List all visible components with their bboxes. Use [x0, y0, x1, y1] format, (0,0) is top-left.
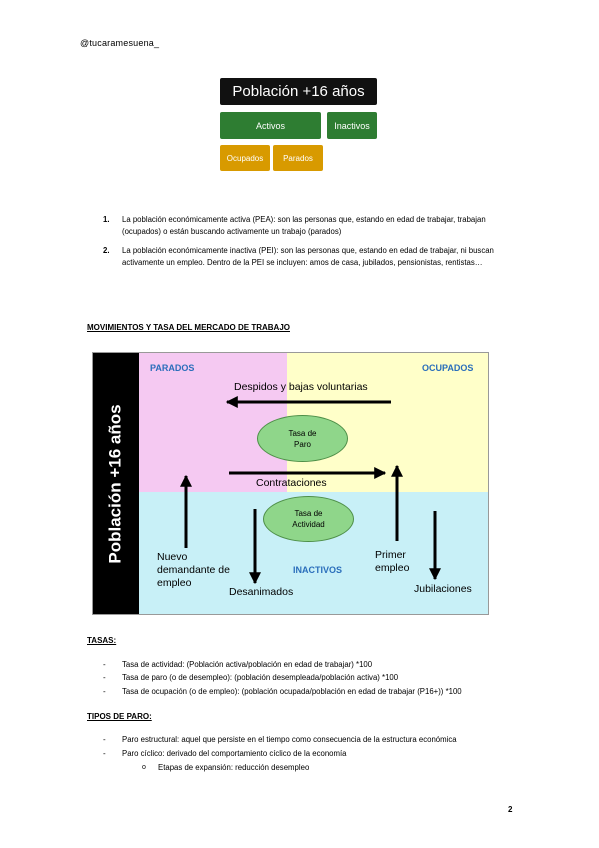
section-heading-tipos: TIPOS DE PARO:: [87, 712, 152, 721]
definition-item: La población económicamente inactiva (PE…: [122, 246, 494, 267]
section-heading-movimientos: MOVIMIENTOS Y TASA DEL MERCADO DE TRABAJ…: [87, 323, 290, 332]
despidos-label: Despidos y bajas voluntarias: [234, 381, 368, 393]
desanimados-label: Desanimados: [229, 586, 294, 598]
nuevo-demandante-label: Nuevo demandante de empleo: [157, 551, 230, 589]
tasa-bullet: -: [103, 687, 106, 696]
author-handle: @tucaramesuena_: [80, 38, 160, 48]
tasa-actividad-ellipse: Tasa de Actividad: [263, 496, 354, 542]
tasa-ocupacion-text: Tasa de ocupación (o de empleo): (poblac…: [122, 687, 462, 696]
tasa-paro-ellipse: Tasa de Paro: [257, 415, 348, 462]
paro-ciclico-text: Paro cíclico: derivado del comportamient…: [122, 749, 347, 758]
ocupados-label: OCUPADOS: [422, 363, 474, 373]
tasa-actividad-text: Tasa de actividad: (Población activa/pob…: [122, 660, 373, 669]
poblacion-box: Población +16 años: [220, 78, 377, 105]
activos-box: Activos: [220, 112, 321, 139]
flow-arrows: [180, 396, 441, 585]
ocupados-box: Ocupados: [220, 145, 270, 171]
contrataciones-label: Contrataciones: [256, 477, 327, 489]
tasa-paro-text: Tasa de paro (o de desempleo): (població…: [122, 673, 399, 682]
definition-number: 1.: [103, 215, 110, 224]
expansion-text: Etapas de expansión: reducción desempleo: [158, 763, 310, 772]
definition-number: 2.: [103, 246, 110, 255]
section-heading-tasas: TASAS:: [87, 636, 117, 645]
tipo-bullet: -: [103, 735, 106, 744]
jubilaciones-label: Jubilaciones: [414, 583, 472, 595]
parados-box: Parados: [273, 145, 323, 171]
tasa-bullet: -: [103, 673, 106, 682]
tasa-actividad-label: Tasa de Actividad: [292, 509, 325, 529]
labour-market-diagram: Población +16 años PARADOS OCUPADOS INAC…: [92, 352, 489, 615]
definition-item: La población económicamente activa (PEA)…: [122, 215, 486, 236]
population-bar: [93, 353, 139, 614]
sub-bullet: o: [142, 764, 146, 771]
tasa-bullet: -: [103, 660, 106, 669]
parados-label: PARADOS: [150, 363, 195, 373]
inactivos-box: Inactivos: [327, 112, 377, 139]
tipo-bullet: -: [103, 749, 106, 758]
page-number: 2: [508, 805, 513, 814]
primer-empleo-label: Primer empleo: [375, 549, 410, 574]
tasa-paro-label: Tasa de Paro: [288, 428, 317, 449]
paro-estructural-text: Paro estructural: aquel que persiste en …: [122, 735, 457, 744]
inactivos-label: INACTIVOS: [293, 565, 343, 575]
parados-region: [139, 353, 287, 492]
